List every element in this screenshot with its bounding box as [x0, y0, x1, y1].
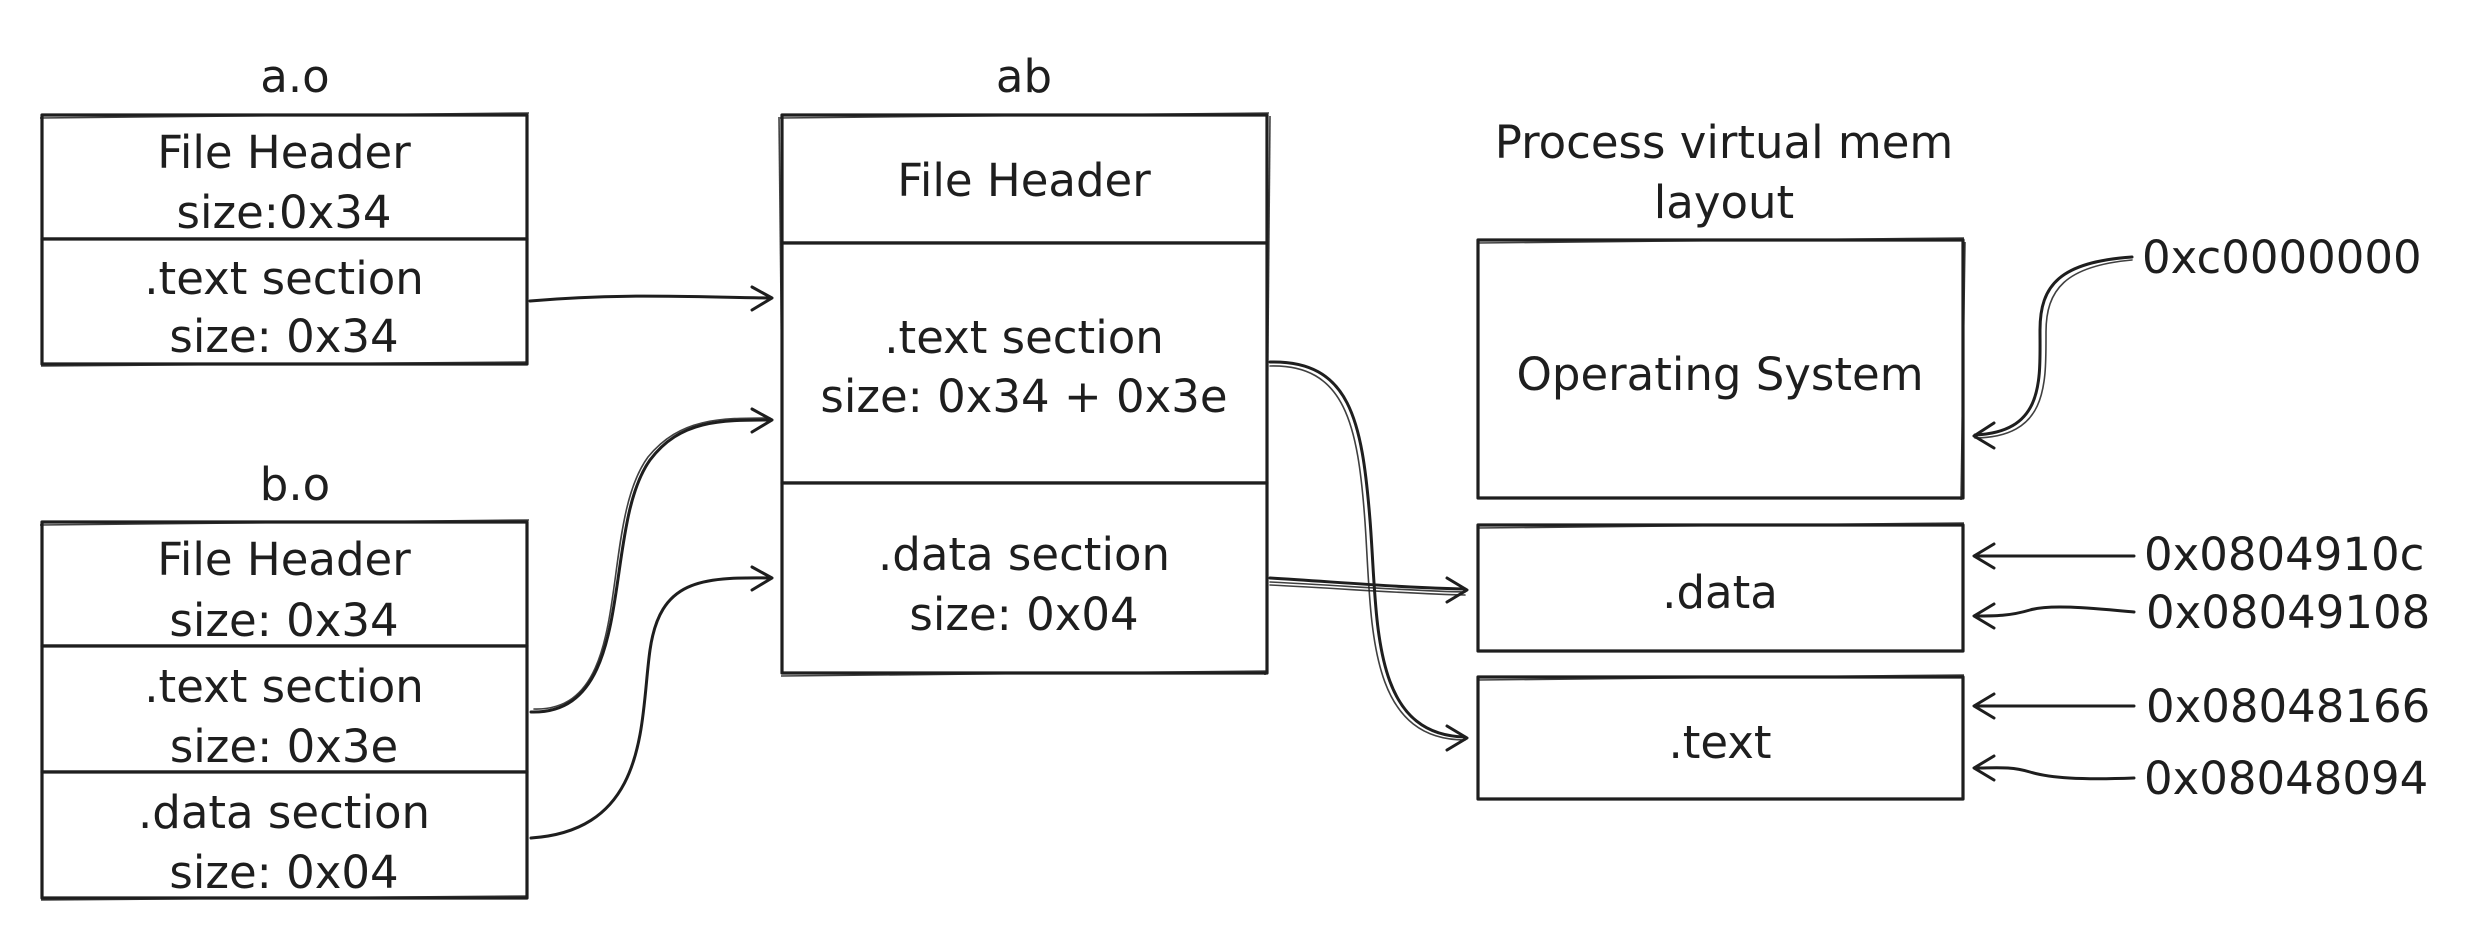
address-text-end: 0x08048166 — [2146, 680, 2430, 733]
a-o-text-size: size: 0x34 — [169, 310, 398, 363]
ab-data-size: size: 0x04 — [909, 588, 1138, 641]
b-o-data-label: .data section — [138, 786, 430, 839]
ab-sketch-line — [779, 112, 1270, 119]
arrow-sketch — [533, 417, 771, 710]
ab-sketch-line — [780, 670, 1269, 677]
a-o-text-section-box — [40, 237, 529, 366]
arrow-a-text-to-ab-text — [528, 294, 772, 303]
ab-data-section-box — [780, 481, 1269, 675]
arrowhead — [1445, 724, 1469, 752]
os-sketch-line — [1476, 237, 1965, 244]
b-o-file-header-box — [40, 520, 529, 648]
a-o-sketch-line — [40, 361, 529, 367]
arrowhead — [1972, 542, 1996, 570]
b-o-header-label: File Header — [157, 533, 411, 586]
address-data-end: 0x0804910c — [2144, 528, 2424, 581]
address-data-start: 0x08049108 — [2146, 586, 2430, 639]
a-o-header-label: File Header — [157, 126, 411, 179]
process-memory-layout: Process virtual mem layout Operating Sys… — [1476, 116, 1966, 801]
ab-text-size: size: 0x34 + 0x3e — [820, 370, 1227, 423]
arrow-b-data-to-ab-data — [529, 576, 772, 840]
process-title-line1: Process virtual mem — [1495, 116, 1954, 169]
load-arrows — [1268, 360, 1469, 752]
address-labels: 0xc0000000 0x0804910c 0x08049108 0x08048… — [2142, 231, 2430, 805]
arrow-b-text-to-ab-text — [529, 418, 772, 714]
process-title-line2: layout — [1654, 176, 1794, 229]
arrowhead — [750, 565, 774, 592]
text-sketch-line — [1476, 674, 1965, 681]
ab-data-label: .data section — [878, 528, 1170, 581]
os-sketch-line — [1960, 241, 1966, 501]
a-o-header-size: size:0x34 — [177, 186, 392, 239]
arrow-data-start — [1973, 605, 2136, 618]
arrow-os-top — [1973, 255, 2134, 437]
os-region-label: Operating System — [1516, 348, 1923, 401]
arrow-sketch — [1269, 584, 1466, 596]
b-o-file: b.o File Header size: 0x34 .text section… — [39, 458, 530, 901]
arrowhead — [1972, 602, 1996, 630]
b-o-sketch-line — [39, 519, 530, 526]
arrow-ab-data-to-data-region — [1268, 576, 1467, 591]
ab-text-section-box — [780, 241, 1269, 485]
data-region-label: .data — [1662, 566, 1778, 619]
data-region-box — [1476, 523, 1965, 653]
a-o-file-header-box — [40, 113, 529, 241]
arrowhead — [1972, 692, 1996, 720]
arrow-sketch — [1269, 581, 1466, 593]
os-region-box — [1476, 238, 1965, 500]
ab-header-label: File Header — [897, 154, 1151, 207]
arrow-sketch — [1974, 259, 2133, 439]
arrow-sketch — [1269, 365, 1466, 741]
ab-title: ab — [996, 50, 1052, 103]
address-text-start: 0x08048094 — [2144, 752, 2428, 805]
a-o-title: a.o — [260, 50, 329, 103]
address-os-top: 0xc0000000 — [2142, 231, 2422, 284]
data-sketch-line — [1476, 522, 1965, 529]
text-region-label: .text — [1668, 716, 1771, 769]
arrowhead — [750, 407, 774, 434]
b-o-title: b.o — [260, 458, 330, 511]
b-o-text-label: .text section — [144, 660, 424, 713]
b-o-text-size: size: 0x3e — [170, 720, 398, 773]
a-o-text-label: .text section — [144, 252, 424, 305]
arrow-text-start — [1973, 766, 2136, 781]
text-region-box — [1476, 675, 1965, 801]
a-o-sketch-line — [39, 112, 530, 119]
arrow-ab-text-to-text-region — [1268, 360, 1467, 739]
arrowhead — [750, 285, 774, 312]
ab-file-header-box — [780, 113, 1269, 245]
b-o-sketch-line — [40, 895, 529, 901]
arrowhead — [1972, 421, 1996, 450]
address-arrows — [1972, 255, 2136, 782]
arrowhead — [1445, 576, 1469, 604]
link-arrows — [528, 285, 774, 840]
arrowhead — [1972, 754, 1996, 782]
b-o-header-size: size: 0x34 — [169, 594, 398, 647]
ab-file: ab File Header .text section size: 0x34 … — [778, 50, 1271, 677]
ab-text-label: .text section — [884, 311, 1164, 364]
b-o-data-size: size: 0x04 — [169, 846, 398, 899]
a-o-file: a.o File Header size:0x34 .text section … — [39, 50, 530, 367]
